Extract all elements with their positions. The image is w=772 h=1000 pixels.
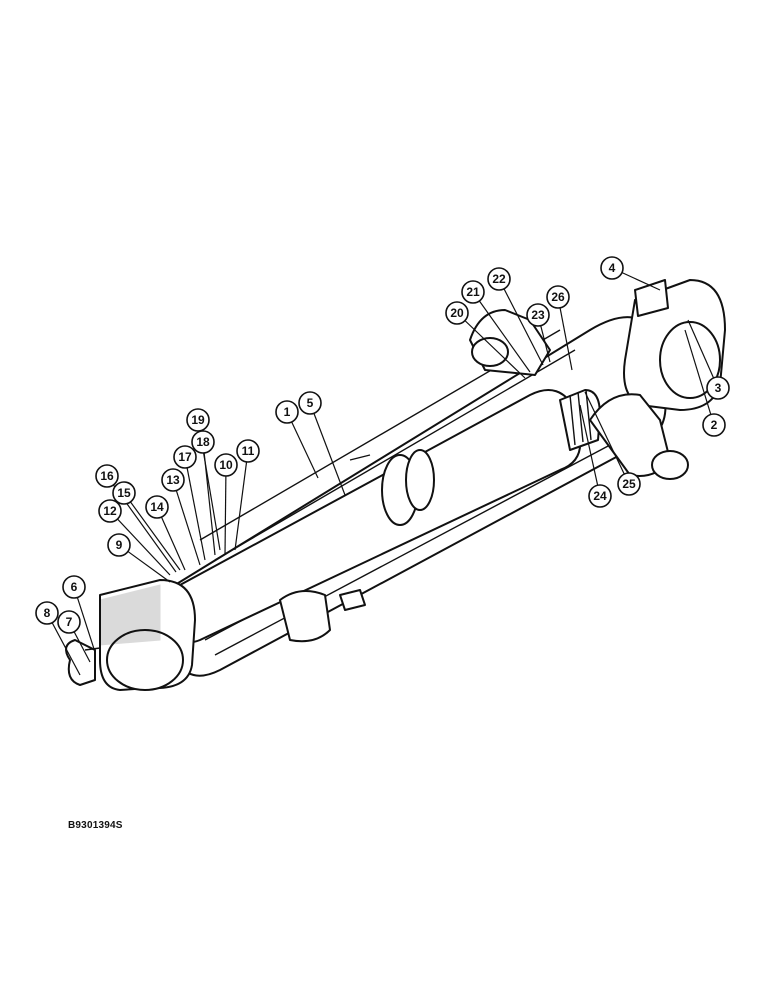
callout-label: 9	[116, 538, 123, 552]
callout-label: 24	[593, 489, 607, 503]
callout-20: 20	[445, 301, 469, 325]
callout-label: 14	[150, 500, 164, 514]
callouts: 1 2 3 4 5 6 7 8 9 10 11 12 13 14 15 16 1…	[35, 256, 730, 634]
callout-24: 24	[588, 484, 612, 508]
callout-label: 19	[191, 413, 205, 427]
piston-rod	[171, 389, 582, 644]
callout-label: 8	[44, 606, 51, 620]
callout-label: 20	[450, 306, 464, 320]
callout-17: 17	[173, 445, 197, 469]
callout-22: 22	[487, 267, 511, 291]
callout-label: 15	[117, 486, 131, 500]
callout-label: 1	[284, 405, 291, 419]
callout-25: 25	[617, 472, 641, 496]
callout-label: 3	[715, 381, 722, 395]
callout-label: 10	[219, 458, 233, 472]
callout-label: 26	[551, 290, 565, 304]
callout-label: 25	[622, 477, 636, 491]
callout-14: 14	[145, 495, 169, 519]
callout-11: 11	[236, 439, 260, 463]
callout-label: 23	[531, 308, 545, 322]
callout-2: 2	[702, 413, 726, 437]
hydraulic-tube	[589, 393, 689, 480]
callout-8: 8	[35, 601, 59, 625]
callout-23: 23	[526, 303, 550, 327]
callout-label: 2	[711, 418, 718, 432]
callout-1: 1	[275, 400, 299, 424]
callout-label: 13	[166, 473, 180, 487]
callout-15: 15	[112, 481, 136, 505]
callout-5: 5	[298, 391, 322, 415]
callout-4: 4	[600, 256, 624, 280]
callout-label: 18	[196, 435, 210, 449]
callout-label: 22	[492, 272, 506, 286]
callout-13: 13	[161, 468, 185, 492]
callout-label: 12	[103, 504, 117, 518]
callout-label: 5	[307, 396, 314, 410]
callout-label: 7	[66, 615, 73, 629]
callout-18: 18	[191, 430, 215, 454]
callout-3: 3	[706, 376, 730, 400]
callout-16: 16	[95, 464, 119, 488]
port-fitting-lower	[279, 589, 366, 643]
callout-label: 6	[71, 580, 78, 594]
callout-7: 7	[57, 610, 81, 634]
callout-10: 10	[214, 453, 238, 477]
callout-6: 6	[62, 575, 86, 599]
callout-26: 26	[546, 285, 570, 309]
callout-label: 17	[178, 450, 192, 464]
callout-21: 21	[461, 280, 485, 304]
callout-label: 11	[242, 444, 255, 458]
callout-9: 9	[107, 533, 131, 557]
rod-end-eye	[65, 579, 196, 691]
callout-label: 4	[609, 261, 616, 275]
callout-label: 21	[466, 285, 480, 299]
callout-12: 12	[98, 499, 122, 523]
callout-19: 19	[186, 408, 210, 432]
figure-code: B9301394S	[68, 820, 123, 831]
callout-label: 16	[100, 469, 114, 483]
